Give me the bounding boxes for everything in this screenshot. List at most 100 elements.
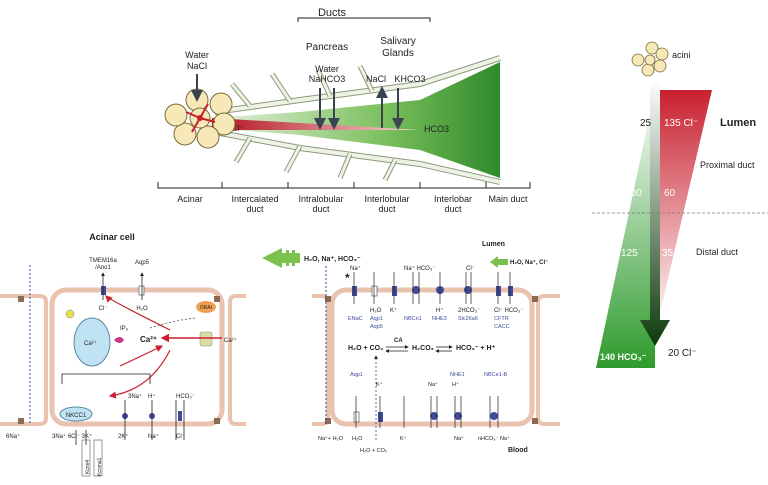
basolateral-ion-labels: K⁺ Na⁺ H⁺ Na⁺+ H₂O H₂O K⁺ Na⁺ nHCO₃⁻ Na⁺… xyxy=(318,381,510,454)
svg-text:H⁺: H⁺ xyxy=(436,307,444,314)
svg-text:ENaC: ENaC xyxy=(348,316,363,322)
star-label: * xyxy=(345,271,350,285)
svg-text:2K⁺: 2K⁺ xyxy=(118,433,129,440)
svg-text:Cl⁻: Cl⁻ xyxy=(466,266,475,272)
svg-text:H⁺: H⁺ xyxy=(452,381,459,388)
svg-text:Na⁺: Na⁺ xyxy=(428,381,438,388)
baso-nhco3-na: nHCO₃⁻ Na⁺ xyxy=(478,435,510,442)
acinus xyxy=(164,88,236,149)
val-25: 25 xyxy=(640,118,652,129)
acinar-bottom-labels: 6Na⁺ 3Na⁺ 6Cl⁻ 3K⁺ 2K⁺ Na⁺ Cl⁻ xyxy=(6,433,185,440)
apical-h2o: H₂O xyxy=(370,308,382,314)
segment-interlobar-1: Interlobar xyxy=(434,194,472,204)
duct-cell-membrane xyxy=(329,287,535,427)
reaction-left: H₂O + CO₂ xyxy=(348,345,383,352)
apical-transporters xyxy=(352,272,513,304)
svg-text:Na⁺: Na⁺ xyxy=(148,433,159,440)
val-20cl: 20 Cl⁻ xyxy=(668,348,697,359)
svg-text:6Na⁺: 6Na⁺ xyxy=(6,433,20,440)
ano1-label: /Ano1 xyxy=(95,265,111,271)
endoplasmic-reticulum xyxy=(73,317,111,367)
apical-2hco3: 2HCO₃⁻ xyxy=(458,308,480,314)
acinar-h2o-label: H₂O xyxy=(136,306,148,312)
acinar-cl-label: Cl⁻ xyxy=(99,306,108,312)
acinar-cell-panel: Acinar cell TMEM16a /Ano1 Aqp5 Cl⁻ H₂O C… xyxy=(0,232,246,477)
svg-text:Aqp1: Aqp1 xyxy=(370,316,383,322)
ducts-title: Ducts xyxy=(318,7,347,19)
acinar-nacl-label: NaCl xyxy=(187,61,207,71)
segment-labels: Acinar Intercalated duct Intralobular du… xyxy=(177,194,528,214)
pancreas-nahco3-label: NaHCO3 xyxy=(309,74,346,84)
apical-transporter-names: ENaC Aqp1 Aqp5 NBCn1 NHE3 Slc26a6 CFTR C… xyxy=(348,316,510,330)
val-140hco3: 140 HCO₃⁻ xyxy=(600,352,647,362)
nkcc1-transporter xyxy=(59,406,93,422)
distal-label: Distal duct xyxy=(696,247,739,257)
secretion-label: H₂O, Na⁺, HCO₃⁻ xyxy=(304,256,361,263)
duct-in-label: H₂O, Na⁺, Cl⁻ xyxy=(510,259,548,266)
pancreas-label: Pancreas xyxy=(306,42,348,53)
reaction-ca: CA xyxy=(394,338,403,344)
cl-gradient xyxy=(656,90,712,330)
secretion-arrow: H₂O, Na⁺, HCO₃⁻ xyxy=(262,248,361,268)
er-ca-label: Ca²⁺ xyxy=(84,340,97,347)
lumen-label: Lumen xyxy=(720,117,756,129)
svg-text:NBCn1: NBCn1 xyxy=(404,316,422,322)
cytosol-ca-label: Ca²⁺ xyxy=(140,335,157,344)
duct-body xyxy=(210,62,500,178)
segment-intralobular-2: duct xyxy=(312,204,330,214)
baso-h2o: H₂O xyxy=(352,436,363,442)
duct-blood-label: Blood xyxy=(508,447,528,454)
reaction-mid: H₂CO₃ xyxy=(412,345,434,352)
svg-text:Aqp5: Aqp5 xyxy=(370,324,383,330)
ca-in-label: Ca²⁺ xyxy=(224,337,237,344)
segment-intercalated-2: duct xyxy=(246,204,264,214)
segment-acinar: Acinar xyxy=(177,194,203,204)
tmem-label: TMEM16a xyxy=(89,258,117,264)
proximal-label: Proximal duct xyxy=(700,160,755,170)
acini-icon xyxy=(631,41,669,77)
svg-text:K⁺: K⁺ xyxy=(400,435,407,442)
acinar-cell-title: Acinar cell xyxy=(89,232,135,242)
hco3-label: HCO₃⁻ xyxy=(176,394,195,400)
val-100: 100 xyxy=(625,188,642,199)
val-125: 125 xyxy=(621,248,638,259)
hco3-gradient xyxy=(596,90,655,368)
basolateral-transporters xyxy=(353,396,499,428)
ip3-label: IP₃ xyxy=(120,326,129,332)
val-135cl: 135 Cl⁻ xyxy=(664,118,698,129)
duct-cell-panel: Lumen H₂O, Na⁺, Cl⁻ * xyxy=(312,241,560,454)
apical-ion-labels: Na⁺ H₂O K⁺ Na⁺ HCO₃⁻ H⁺ Cl⁻ 2HCO₃⁻ Cl⁻ H… xyxy=(350,265,523,314)
kcnn4-label: Kcnn4 xyxy=(85,460,91,474)
salivary-nacl-label: NaCl xyxy=(366,74,386,84)
svg-text:Aqp1: Aqp1 xyxy=(350,372,363,378)
salivary-label-1: Salivary xyxy=(380,36,416,47)
apical-cl-hco3: Cl⁻ HCO₃⁻ xyxy=(494,308,523,314)
baso-h2o-co2: H₂O + CO₂ xyxy=(360,448,387,454)
kcnma1-label: Kcnma1 xyxy=(97,457,103,476)
segment-interlobular-2: duct xyxy=(378,204,396,214)
duct-schematic: Ducts Cl⁻ HCO3 Water NaC xyxy=(157,7,531,214)
segment-interlobular-1: Interlobular xyxy=(364,194,409,204)
orai-channel: ORAI xyxy=(196,301,216,347)
svg-text:ORAI: ORAI xyxy=(200,305,212,311)
apical-na-hco3: Na⁺ HCO₃⁻ xyxy=(404,265,435,272)
segment-main: Main duct xyxy=(488,194,528,204)
svg-text:Slc26a6: Slc26a6 xyxy=(458,316,478,322)
salivary-label-2: Glands xyxy=(382,48,414,59)
svg-text:NHE3: NHE3 xyxy=(432,316,447,322)
baso-na-h2o: Na⁺+ H₂O xyxy=(318,435,344,442)
svg-text:CFTR: CFTR xyxy=(494,316,509,322)
svg-text:CACC: CACC xyxy=(494,324,510,330)
svg-text:NBCe1-B: NBCe1-B xyxy=(484,372,508,378)
segment-intercalated-1: Intercalated xyxy=(231,194,278,204)
na3-label: 3Na⁺ xyxy=(128,393,142,400)
duct-lumen-label: Lumen xyxy=(482,241,505,248)
svg-text:Cl⁻: Cl⁻ xyxy=(176,434,185,440)
acinar-water-label: Water xyxy=(185,50,209,60)
hplus-label: H⁺ xyxy=(148,393,156,400)
reaction-right: HCO₃⁻ + H⁺ xyxy=(456,345,496,352)
svg-text:3Na⁺ 6Cl⁻ 3K⁺: 3Na⁺ 6Cl⁻ 3K⁺ xyxy=(52,433,92,440)
val-35: 35 xyxy=(662,248,674,259)
segment-intralobular-1: Intralobular xyxy=(298,194,343,204)
